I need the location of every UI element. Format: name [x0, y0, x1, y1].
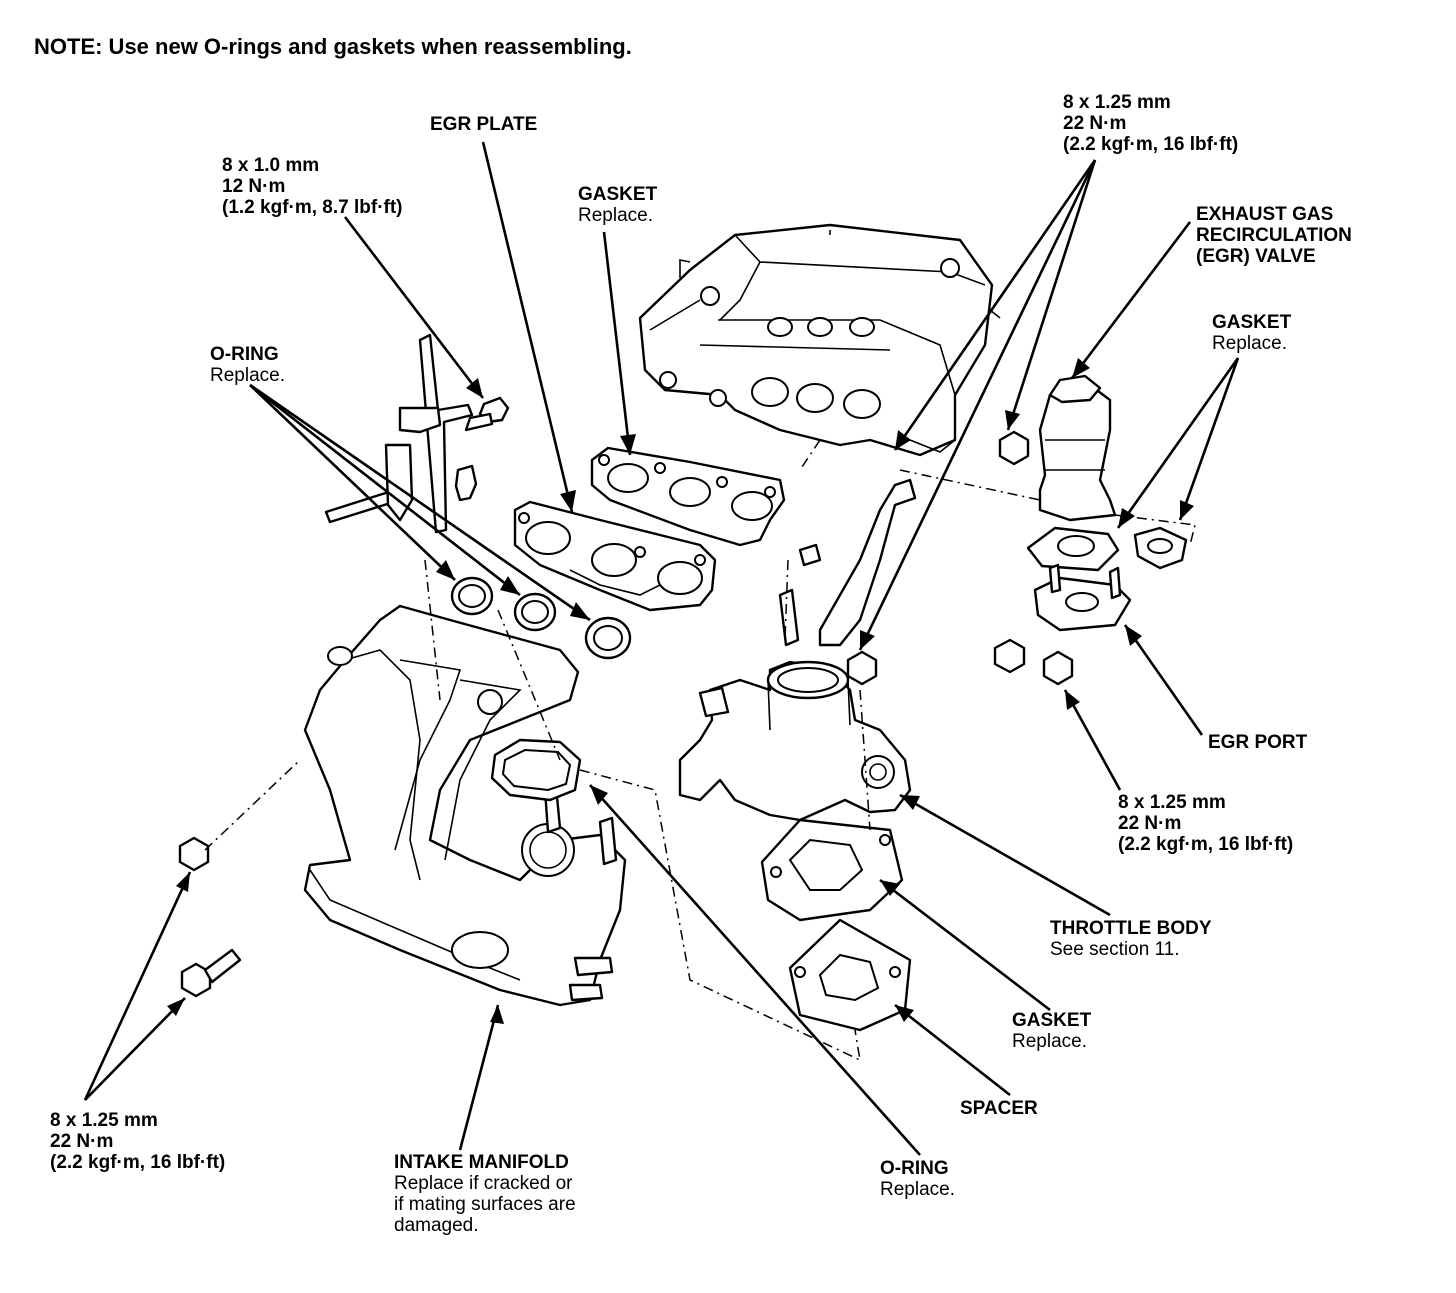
- bolt-torque-alt: (2.2 kgf·m, 16 lbf·ft): [1063, 134, 1239, 155]
- gasket-sub: Replace.: [1212, 333, 1287, 354]
- manifold-nut-bolt: [178, 836, 242, 998]
- intake-manifold-title: INTAKE MANIFOLD: [394, 1152, 569, 1173]
- label-gasket-upper: GASKET Replace.: [578, 184, 657, 226]
- o-ring-lower: [490, 738, 582, 802]
- o-ring-title: O-RING: [210, 344, 279, 365]
- throttle-bracket: [778, 430, 1030, 686]
- gasket-sub: Replace.: [578, 205, 653, 226]
- egr-valve-line-1: EXHAUST GAS: [1196, 204, 1334, 225]
- egr-valve-line-3: (EGR) VALVE: [1196, 246, 1316, 267]
- center-lines: [204, 439, 1196, 1062]
- intake-manifold: [303, 604, 627, 1007]
- gasket-upper: [590, 446, 786, 547]
- leader-lines: [83, 141, 1240, 1156]
- bolt-size: 8 x 1.0 mm: [222, 155, 320, 176]
- label-gasket-throttle: GASKET Replace.: [1012, 1010, 1091, 1052]
- intake-manifold-sub-2: if mating surfaces are: [394, 1194, 576, 1215]
- label-egr-port: EGR PORT: [1208, 732, 1307, 753]
- bolt-torque-alt: (2.2 kgf·m, 16 lbf·ft): [1118, 834, 1294, 855]
- egr-plate: [513, 500, 717, 612]
- bolt-8x1-0: [454, 396, 510, 502]
- label-o-ring-lower: O-RING Replace.: [880, 1158, 955, 1200]
- egr-valve-line-2: RECIRCULATION: [1196, 225, 1352, 246]
- label-gasket-egr: GASKET Replace.: [1212, 312, 1291, 354]
- throttle-body-title: THROTTLE BODY: [1050, 918, 1212, 939]
- arrowheads: [167, 358, 1194, 1024]
- o-rings-upper: [450, 576, 632, 660]
- throttle-body: [678, 660, 912, 822]
- gasket-title: GASKET: [1212, 312, 1292, 333]
- egr-plate-title: EGR PLATE: [430, 114, 538, 135]
- spacer-title: SPACER: [960, 1098, 1038, 1119]
- o-ring-sub: Replace.: [880, 1179, 955, 1200]
- egr-nuts: [993, 638, 1074, 686]
- label-throttle-body: THROTTLE BODY See section 11.: [1050, 918, 1212, 960]
- throttle-body-sub: See section 11.: [1050, 939, 1180, 960]
- label-egr-plate: EGR PLATE: [430, 114, 537, 135]
- o-ring-title: O-RING: [880, 1158, 949, 1179]
- bolt-size: 8 x 1.25 mm: [1118, 792, 1226, 813]
- cylinder-head: [638, 223, 1001, 457]
- gasket-sub: Replace.: [1012, 1031, 1087, 1052]
- gasket-title: GASKET: [1012, 1010, 1092, 1031]
- bolt-torque: 22 N·m: [50, 1131, 114, 1152]
- label-bolt-8x1-25-left: 8 x 1.25 mm 22 N·m (2.2 kgf·m, 16 lbf·ft…: [50, 1110, 225, 1173]
- label-spacer: SPACER: [960, 1098, 1038, 1119]
- breather-pipe-bracket: [324, 333, 474, 534]
- spacer: [788, 918, 912, 1032]
- egr-port-title: EGR PORT: [1208, 732, 1308, 753]
- bolt-size: 8 x 1.25 mm: [1063, 92, 1171, 113]
- o-ring-sub: Replace.: [210, 365, 285, 386]
- bolt-torque: 12 N·m: [222, 176, 286, 197]
- label-intake-manifold: INTAKE MANIFOLD Replace if cracked or if…: [394, 1152, 576, 1236]
- gasket-title: GASKET: [578, 184, 658, 205]
- reassembly-note: NOTE: Use new O-rings and gaskets when r…: [34, 34, 632, 59]
- intake-manifold-sub-1: Replace if cracked or: [394, 1173, 573, 1194]
- label-egr-valve: EXHAUST GAS RECIRCULATION (EGR) VALVE: [1196, 204, 1352, 267]
- bolt-torque-alt: (1.2 kgf·m, 8.7 lbf·ft): [222, 197, 403, 218]
- throttle-gasket: [760, 818, 904, 922]
- label-bolt-8x1-25-top: 8 x 1.25 mm 22 N·m (2.2 kgf·m, 16 lbf·ft…: [1063, 92, 1238, 155]
- bolt-torque-alt: (2.2 kgf·m, 16 lbf·ft): [50, 1152, 226, 1173]
- label-bolt-8x1-25-right: 8 x 1.25 mm 22 N·m (2.2 kgf·m, 16 lbf·ft…: [1118, 792, 1293, 855]
- label-o-ring-upper: O-RING Replace.: [210, 344, 285, 386]
- bolt-size: 8 x 1.25 mm: [50, 1110, 158, 1131]
- egr-valve: [1026, 374, 1188, 632]
- bolt-torque: 22 N·m: [1118, 813, 1182, 834]
- label-bolt-8x1-0: 8 x 1.0 mm 12 N·m (1.2 kgf·m, 8.7 lbf·ft…: [222, 155, 403, 218]
- intake-manifold-sub-3: damaged.: [394, 1215, 479, 1236]
- bolt-torque: 22 N·m: [1063, 113, 1127, 134]
